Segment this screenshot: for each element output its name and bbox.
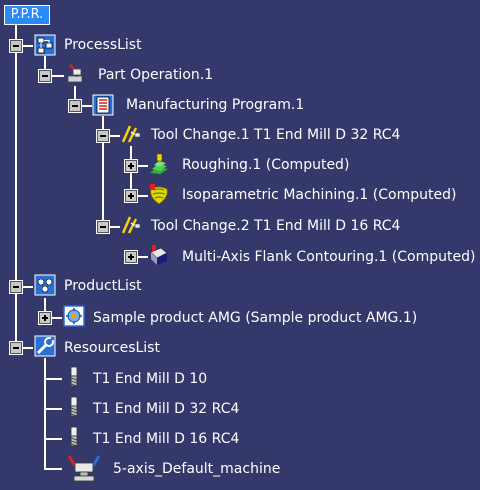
tree-node-flank-contouring[interactable]: Multi-Axis Flank Contouring.1 (Computed) [182,249,476,265]
collapse-toggle[interactable] [97,221,109,233]
tree-line [130,256,148,258]
tree-line [44,378,62,380]
process-list-icon [34,34,56,56]
product-list-icon [34,274,56,296]
collapse-toggle[interactable] [10,40,22,52]
tree-line [74,105,92,107]
collapse-toggle[interactable] [97,130,109,142]
flank-contouring-icon [148,244,170,266]
machine-icon [66,452,102,482]
sample-product-icon [63,305,85,327]
expand-toggle[interactable] [39,312,51,324]
tree-line [102,226,120,228]
end-mill-icon [63,366,85,388]
part-operation-icon [64,62,86,84]
tree-line [15,45,33,47]
tree-node-resources-list[interactable]: ResourcesList [64,340,160,356]
tree-line [44,317,62,319]
tree-node-tool-d32[interactable]: T1 End Mill D 32 RC4 [93,401,240,417]
tree-line [130,195,148,197]
expand-toggle[interactable] [125,160,137,172]
resources-list-icon [34,335,56,357]
tree-line [44,438,62,440]
tree-node-manufacturing-program[interactable]: Manufacturing Program.1 [126,97,305,113]
end-mill-icon [63,426,85,448]
tree-node-process-list[interactable]: ProcessList [64,37,142,53]
expand-toggle[interactable] [125,190,137,202]
tree-line [102,135,120,137]
tree-line [44,75,64,77]
tree-line [130,165,148,167]
tree-line [44,298,46,318]
manufacturing-program-icon [92,94,114,116]
tree-node-tool-change-1[interactable]: Tool Change.1 T1 End Mill D 32 RC4 [151,127,401,143]
tree-line [15,347,33,349]
expand-toggle[interactable] [125,251,137,263]
tree-line [44,358,46,469]
tree-line [102,116,104,227]
tree-node-tool-d16[interactable]: T1 End Mill D 16 RC4 [93,431,240,447]
tree-node-tool-change-2[interactable]: Tool Change.2 T1 End Mill D 16 RC4 [151,218,401,234]
tree-node-part-operation[interactable]: Part Operation.1 [98,67,214,83]
tree-node-product-list[interactable]: ProductList [64,278,142,294]
collapse-toggle[interactable] [39,70,51,82]
tree-node-machine[interactable]: 5-axis_Default_machine [113,461,281,477]
collapse-toggle[interactable] [10,281,22,293]
tree-line [74,86,76,105]
tool-change-icon [120,123,142,145]
tree-root-ppr[interactable]: P.P.R. [4,5,50,25]
collapse-toggle[interactable] [10,342,22,354]
tree-line [15,24,17,348]
tree-node-sample-product[interactable]: Sample product AMG (Sample product AMG.1… [93,310,418,326]
tree-line [44,468,62,470]
isoparametric-machining-icon [148,183,170,205]
collapse-toggle[interactable] [69,100,81,112]
tree-node-roughing[interactable]: Roughing.1 (Computed) [182,157,350,173]
tree-line [44,56,46,75]
roughing-icon [148,153,170,175]
tool-change-icon [120,214,142,236]
tree-line [44,408,62,410]
end-mill-icon [63,396,85,418]
tree-node-isoparametric-machining[interactable]: Isoparametric Machining.1 (Computed) [182,187,457,203]
tree-line [15,286,33,288]
tree-node-tool-d10[interactable]: T1 End Mill D 10 [93,371,208,387]
